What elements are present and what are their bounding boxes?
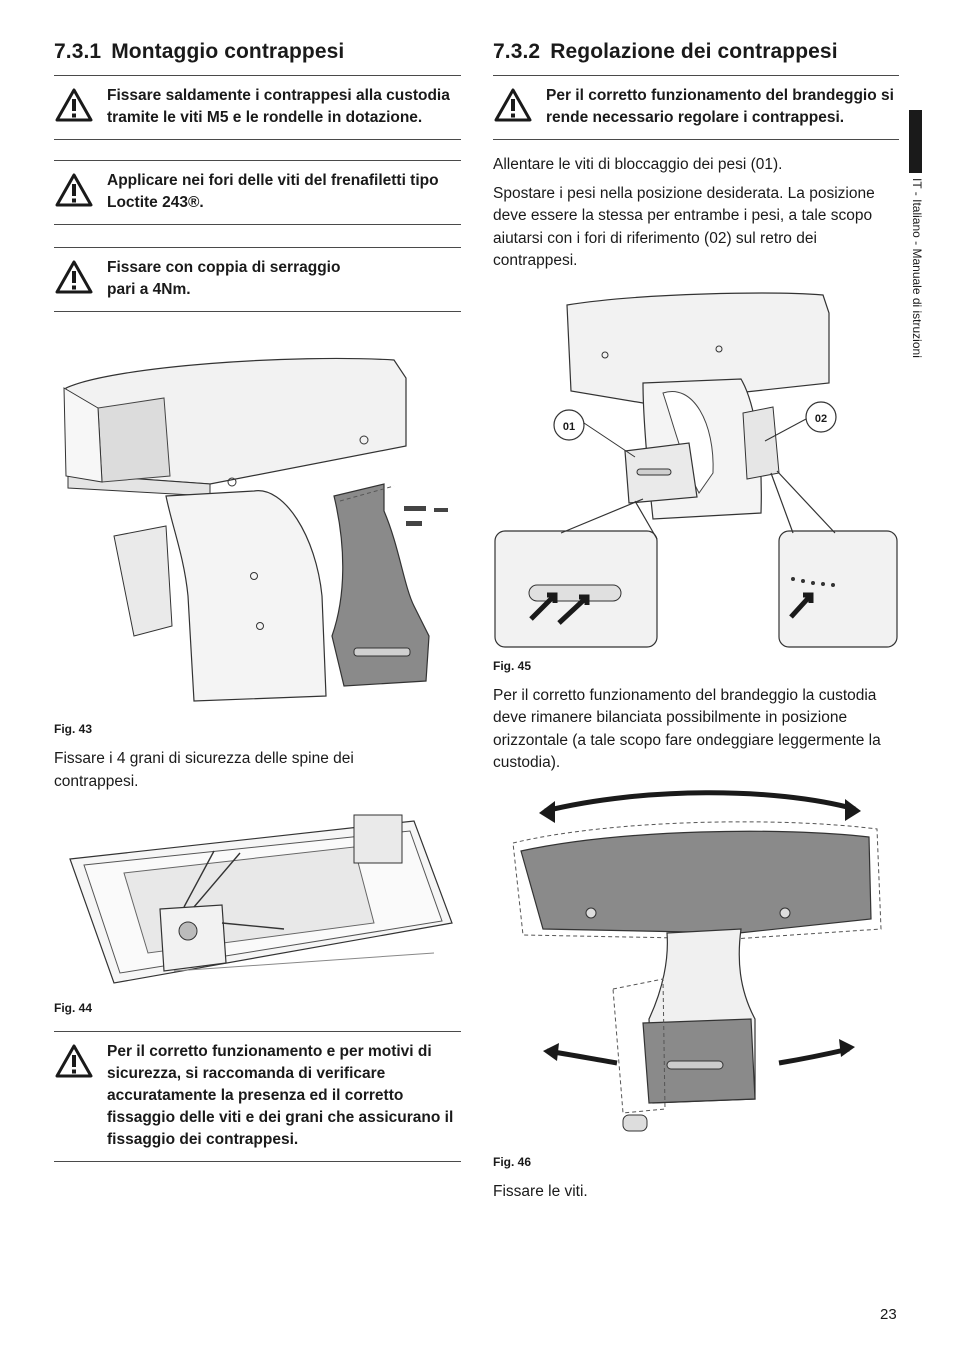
warning-triangle-icon (55, 1044, 93, 1078)
page-number: 23 (880, 1306, 897, 1323)
warning-triangle-icon (55, 88, 93, 122)
housing-interior-illustration (69, 814, 453, 984)
section-number: 7.3.2 (493, 40, 541, 63)
section-title: 7.3.2 Regolazione dei contrappesi (493, 38, 899, 76)
section-7-3-1: 7.3.1 Montaggio contrappesi Fissare salda… (54, 38, 461, 1162)
figure-caption: Fig. 45 (493, 658, 532, 673)
warning-box: Per il corretto funzionamento e per moti… (54, 1031, 461, 1162)
figure-43 (54, 336, 461, 716)
figure-46 (493, 789, 899, 1149)
figure-45: 01 02 (493, 283, 899, 653)
warning-box: Fissare con coppia di serraggio pari a 4… (54, 247, 461, 312)
warning-box: Fissare saldamente i contrappesi alla cu… (54, 76, 461, 140)
section-7-3-2: 7.3.2 Regolazione dei contrappesi Per il … (493, 38, 899, 1203)
counterweight-adjust-illustration: 01 02 (494, 292, 898, 648)
section-heading: Regolazione dei contrappesi (550, 40, 838, 63)
warning-box: Applicare nei fori delle viti del frenaf… (54, 160, 461, 225)
side-language-label: IT - Italiano - Manuale di istruzioni (910, 178, 924, 358)
warning-text: Fissare saldamente i contrappesi alla cu… (107, 87, 450, 126)
language-tab-marker (909, 110, 922, 173)
warning-text: Per il corretto funzionamento e per moti… (107, 1043, 454, 1148)
warning-triangle-icon (55, 173, 93, 207)
figure-caption: Fig. 43 (54, 722, 93, 736)
section-heading: Montaggio contrappesi (111, 40, 345, 63)
paragraph: Allentare le viti di bloccaggio dei pesi… (493, 156, 783, 173)
figure-44 (54, 803, 461, 993)
paragraph: Fissare i 4 grani di sicurezza delle spi… (54, 750, 354, 790)
paragraph: Spostare i pesi nella posizione desidera… (493, 184, 875, 270)
warning-text: Applicare nei fori delle viti del frenaf… (107, 172, 439, 211)
housing-counterweight-illustration (63, 357, 448, 702)
figure-caption: Fig. 44 (54, 1001, 93, 1015)
housing-balance-illustration (512, 789, 882, 1131)
section-title: 7.3.1 Montaggio contrappesi (54, 38, 461, 76)
section-number: 7.3.1 (54, 40, 102, 63)
figure-caption: Fig. 46 (493, 1154, 532, 1169)
callout-01-label: 01 (563, 421, 575, 433)
paragraph: Fissare le viti. (493, 1182, 588, 1200)
warning-text: Fissare con coppia di serraggio pari a 4… (107, 259, 341, 298)
warning-triangle-icon (494, 88, 532, 122)
warning-box: Per il corretto funzionamento del brande… (493, 76, 899, 140)
warning-triangle-icon (55, 260, 93, 294)
callout-02-label: 02 (815, 413, 827, 425)
paragraph: Per il corretto funzionamento del brande… (493, 686, 881, 772)
warning-text: Per il corretto funzionamento del brande… (546, 87, 894, 126)
